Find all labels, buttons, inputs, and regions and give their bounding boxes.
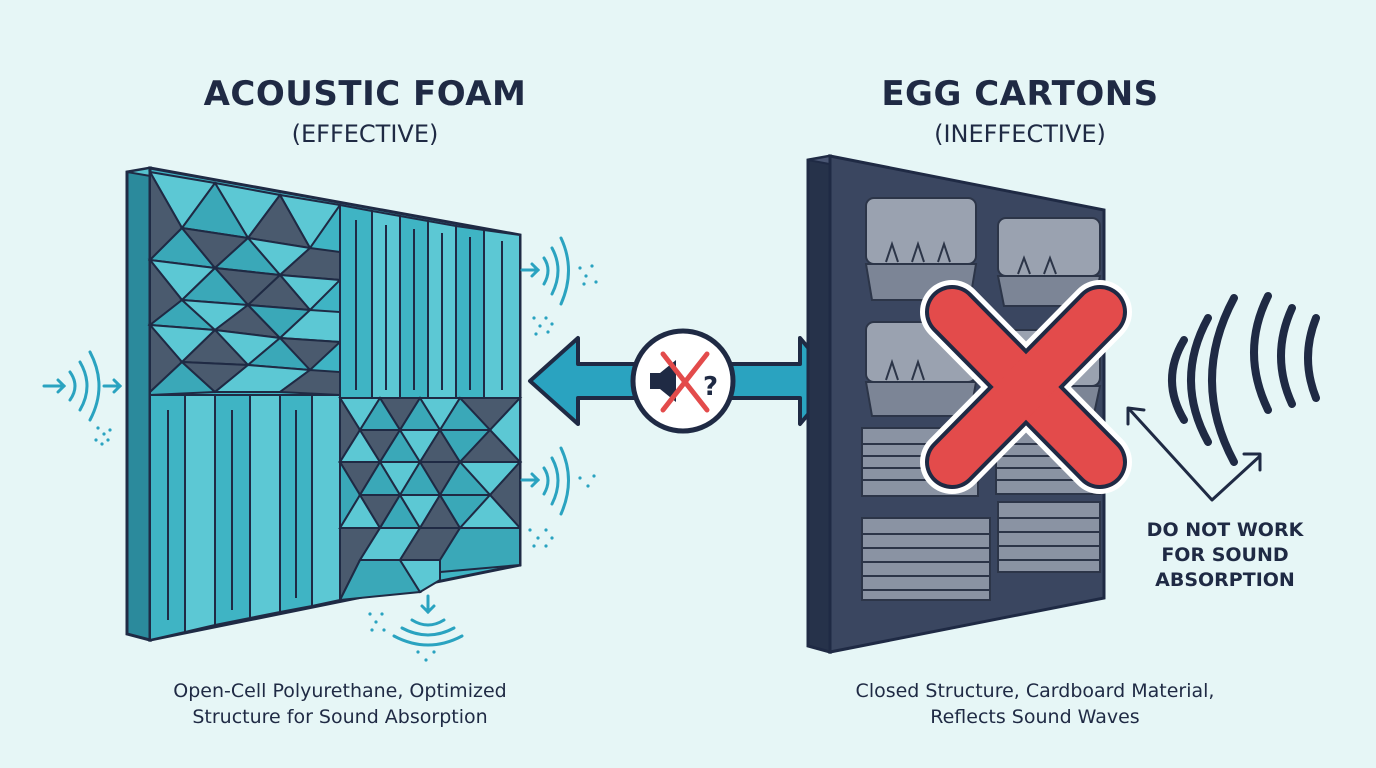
muted-speaker-icon: ? [630, 328, 736, 434]
red-x-icon [920, 280, 1132, 494]
acoustic-foam-title: ACOUSTIC FOAM [203, 74, 527, 114]
warning-line-1: DO NOT WORK [1146, 519, 1304, 541]
acoustic-foam-panel [125, 166, 523, 642]
acoustic-foam-subtitle: (EFFECTIVE) [291, 120, 439, 148]
egg-cartons-title: EGG CARTONS [881, 74, 1159, 114]
absorption-particles [94, 264, 598, 662]
egg-cartons-caption: Closed Structure, Cardboard Material, Re… [800, 678, 1270, 730]
sound-wave-icon [1168, 292, 1320, 466]
egg-cartons-caption-line-1: Closed Structure, Cardboard Material, [855, 680, 1215, 702]
acoustic-foam-caption-line-2: Structure for Sound Absorption [192, 706, 488, 728]
acoustic-foam-caption-line-1: Open-Cell Polyurethane, Optimized [173, 680, 507, 702]
warning-line-3: ABSORPTION [1155, 569, 1295, 591]
reflection-arrow [1126, 406, 1262, 502]
warning-text: DO NOT WORK FOR SOUND ABSORPTION [1130, 518, 1320, 593]
egg-cartons-caption-line-2: Reflects Sound Waves [930, 706, 1140, 728]
question-mark: ? [703, 372, 718, 402]
egg-cartons-subtitle: (INEFFECTIVE) [934, 120, 1106, 148]
foam-sound-waves [42, 236, 570, 647]
warning-line-2: FOR SOUND [1161, 544, 1289, 566]
acoustic-foam-caption: Open-Cell Polyurethane, Optimized Struct… [120, 678, 560, 730]
